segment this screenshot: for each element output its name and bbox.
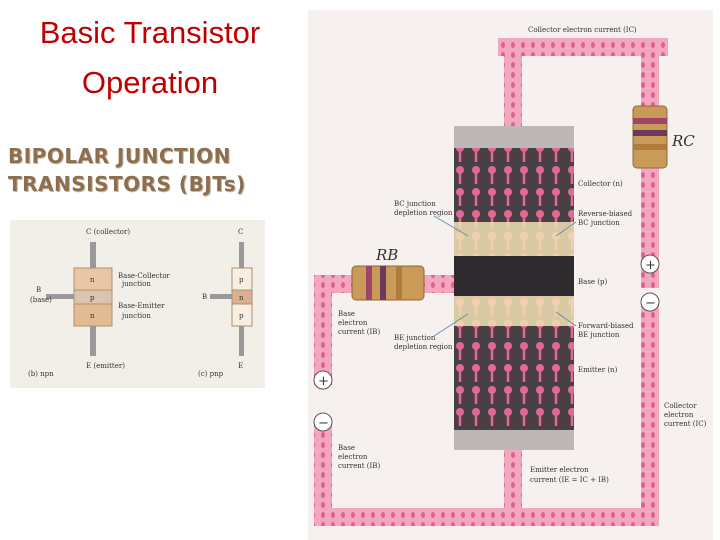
left-wire-top <box>314 275 332 385</box>
bjt-banner: BIPOLAR JUNCTION TRANSISTORS (BJTs) <box>4 140 270 204</box>
collector-wire <box>504 38 522 128</box>
collector-current-right-label-3: current (IC) <box>664 420 707 428</box>
bjt-structure-panel: n p n C (collector) B (base) Base-Collec… <box>10 220 265 388</box>
be-depletion-pointer <box>433 313 469 337</box>
rc-resistor <box>632 105 668 169</box>
rc-band-2 <box>633 130 667 136</box>
rc-band-3 <box>633 144 667 150</box>
vcc-minus-terminal <box>640 292 660 312</box>
bc-depletion-label-2: depletion region <box>394 209 453 217</box>
forward-bias-label-1: Forward-biased <box>578 322 634 330</box>
base-current-label-3: current (IB) <box>338 328 380 336</box>
vcc-minus-sign: − <box>645 296 656 311</box>
pnp-base-label: B <box>202 293 207 301</box>
pnp-base-lead <box>210 294 232 299</box>
caption-npn: (b) npn <box>28 370 54 378</box>
title-line-1: Basic Transistor <box>39 15 261 50</box>
bjt-structure-diagram: n p n C (collector) B (base) Base-Collec… <box>28 228 253 378</box>
banner-line-2: TRANSISTORS (BJTs) <box>8 172 246 196</box>
collector-contact <box>454 126 574 148</box>
rb-band-3 <box>396 266 402 300</box>
vbb-minus-sign: − <box>318 416 329 431</box>
base-current-label-1: Base <box>338 310 355 318</box>
pnp-layer-p-top: p <box>239 276 244 284</box>
emitter-contact <box>454 430 574 450</box>
be-depletion-label-2: depletion region <box>394 343 453 351</box>
collector-label: C (collector) <box>86 228 130 236</box>
base-current-bottom-label-1: Base <box>338 444 355 452</box>
collector-current-top-label: Collector electron current (IC) <box>528 26 637 34</box>
base-label: B <box>36 286 41 294</box>
rb-band-2 <box>380 266 386 300</box>
rc-label: RC <box>671 132 695 150</box>
transistor-circuit-diagram: RC RB + − + − Collector electron current… <box>313 26 707 526</box>
collector-current-right-label-2: electron <box>664 411 694 419</box>
base-region-label: Base (p) <box>578 278 607 286</box>
be-depletion-label-1: BE junction <box>394 334 436 342</box>
emitter-current-label-1: Emitter electron <box>530 466 589 474</box>
pnp-emitter-label: E <box>238 362 243 370</box>
slide-title: Basic Transistor Operation <box>10 8 290 108</box>
collector-lead <box>90 242 96 268</box>
pnp-layer-n: n <box>239 294 244 302</box>
be-junction-label-2: junction <box>121 312 151 320</box>
rb-resistor <box>351 265 425 301</box>
forward-bias-label-2: BE junction <box>578 331 620 339</box>
base-lead <box>46 294 74 299</box>
bc-depletion-region <box>454 222 574 256</box>
reverse-bias-pointer <box>555 221 577 237</box>
pnp-collector-lead <box>239 242 244 268</box>
forward-bias-pointer <box>555 311 577 327</box>
vcc-plus-sign: + <box>645 258 656 273</box>
pnp-layer-p-bottom: p <box>239 312 244 320</box>
be-junction-label-1: Base-Emitter <box>118 302 165 310</box>
vcc-plus-terminal <box>640 254 660 274</box>
collector-current-right-label-1: Collector <box>664 402 697 410</box>
base-current-label-2: electron <box>338 319 368 327</box>
vbb-plus-sign: + <box>318 374 329 389</box>
reverse-bias-label-1: Reverse-biased <box>578 210 633 218</box>
npn-layer-p: p <box>90 294 95 302</box>
top-wire <box>498 38 668 56</box>
emitter-label: E (emitter) <box>86 362 125 370</box>
caption-pnp: (c) pnp <box>198 370 224 378</box>
collector-region-label: Collector (n) <box>578 180 623 188</box>
emitter-current-label-2: current (IE = IC + IB) <box>530 476 609 484</box>
rc-band-1 <box>633 118 667 124</box>
reverse-bias-label-2: BC junction <box>578 219 620 227</box>
bottom-wire <box>314 508 659 526</box>
pnp-collector-label: C <box>238 228 243 236</box>
rb-label: RB <box>375 246 398 264</box>
title-line-2: Operation <box>81 65 219 100</box>
base-current-bottom-label-2: electron <box>338 453 368 461</box>
rb-band-1 <box>366 266 372 300</box>
emitter-region-label: Emitter (n) <box>578 366 618 374</box>
vbb-minus-terminal <box>313 412 333 432</box>
vbb-plus-terminal <box>313 370 333 390</box>
npn-layer-n-bottom: n <box>90 312 95 320</box>
emitter-lead <box>90 326 96 356</box>
banner-line-1: BIPOLAR JUNCTION <box>8 144 231 168</box>
circuit-panel: RC RB + − + − Collector electron current… <box>308 10 713 540</box>
right-wire-bottom <box>641 300 659 520</box>
bc-depletion-pointer <box>433 215 469 237</box>
npn-layer-n-top: n <box>90 276 95 284</box>
base-region <box>454 256 574 296</box>
left-wire-bottom <box>314 425 332 525</box>
be-depletion-region <box>454 296 574 326</box>
bc-depletion-label-1: BC junction <box>394 200 436 208</box>
pnp-emitter-lead <box>239 326 244 356</box>
base-current-bottom-label-3: current (IB) <box>338 462 380 470</box>
bc-junction-label-2: junction <box>121 280 151 288</box>
bc-junction-label-1: Base-Collector <box>118 272 171 280</box>
base-sub-label: (base) <box>30 296 52 304</box>
